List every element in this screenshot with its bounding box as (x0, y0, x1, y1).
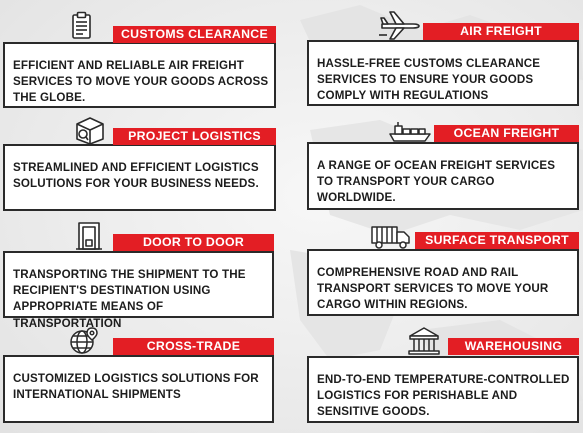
service-description: HASSLE-FREE CUSTOMS CLEARANCE SERVICES T… (317, 57, 541, 103)
service-card-door-to-door: TRANSPORTING THE SHIPMENT TO THE RECIPIE… (3, 251, 274, 330)
service-card-cross-trade: CUSTOMIZED LOGISTICS SOLUTIONS FOR INTER… (3, 355, 274, 423)
service-title-project-logistics: PROJECT LOGISTICS (113, 128, 276, 145)
service-description: COMPREHENSIVE ROAD AND RAIL TRANSPORT SE… (317, 266, 549, 312)
service-title-air-freight: AIR FREIGHT (423, 23, 579, 40)
truck-icon (370, 224, 412, 251)
service-card-warehousing: END-TO-END TEMPERATURE-CONTROLLED LOGIST… (307, 356, 579, 423)
service-card-ocean-freight: A RANGE OF OCEAN FREIGHT SERVICES TO TRA… (307, 142, 579, 210)
service-card-project-logistics: STREAMLINED AND EFFICIENT LOGISTICS SOLU… (3, 144, 276, 211)
globe-pin-icon (68, 326, 100, 356)
service-title-surface-transport: SURFACE TRANSPORT (415, 232, 579, 249)
service-card-air-freight: HASSLE-FREE CUSTOMS CLEARANCE SERVICES T… (307, 40, 579, 106)
service-title-customs-clearance: CUSTOMS CLEARANCE (113, 26, 276, 43)
service-description: STREAMLINED AND EFFICIENT LOGISTICS SOLU… (13, 161, 259, 191)
service-title-cross-trade: CROSS-TRADE (113, 338, 274, 355)
airplane-icon (379, 9, 421, 41)
service-description: END-TO-END TEMPERATURE-CONTROLLED LOGIST… (317, 373, 570, 419)
service-description: EFFICIENT AND RELIABLE AIR FREIGHT SERVI… (13, 59, 269, 105)
warehouse-icon (407, 326, 441, 356)
box-magnifier-icon (74, 115, 106, 145)
service-description: A RANGE OF OCEAN FREIGHT SERVICES TO TRA… (317, 159, 556, 205)
door-icon (75, 221, 103, 251)
service-title-warehousing: WAREHOUSING (448, 338, 579, 355)
service-card-customs-clearance: EFFICIENT AND RELIABLE AIR FREIGHT SERVI… (3, 42, 276, 108)
service-title-ocean-freight: OCEAN FREIGHT (434, 125, 579, 142)
clipboard-icon (64, 11, 98, 41)
service-title-door-to-door: DOOR TO DOOR (113, 234, 274, 251)
service-card-surface-transport: COMPREHENSIVE ROAD AND RAIL TRANSPORT SE… (307, 249, 579, 316)
service-description: TRANSPORTING THE SHIPMENT TO THE RECIPIE… (13, 268, 246, 330)
cargo-ship-icon (389, 121, 431, 143)
service-description: CUSTOMIZED LOGISTICS SOLUTIONS FOR INTER… (13, 372, 259, 402)
